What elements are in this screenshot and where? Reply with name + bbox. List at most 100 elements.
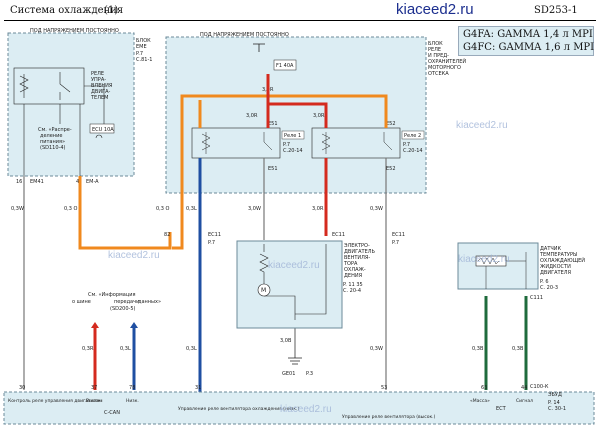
motor-label-3: ВЕНТИЛЯ-	[344, 255, 370, 261]
left-block-title-1: БЛОК	[136, 38, 151, 44]
left-pin-4-conn: EM-A	[86, 179, 99, 185]
watermark-3: kiaceed2.ru	[268, 260, 320, 271]
left-block-title-2: ЕМЕ	[136, 44, 147, 50]
ecu-label-can-low: Низк.	[126, 398, 139, 404]
conn-e51-bottom: E51	[268, 166, 278, 172]
engine-line-1: G4FA: GAMMA 1,4 л MPI	[463, 29, 593, 40]
motor-ref-2: С. 20-4	[343, 288, 361, 294]
pin-82: 82	[164, 232, 170, 238]
fan-motor-wiring	[259, 244, 327, 320]
ecu-connector: С100-К	[530, 384, 549, 390]
relay-1-label: Реле 1	[284, 133, 301, 139]
ecu-strip: 30 37 78 31 53 63 44 Контроль реле управ…	[3, 384, 595, 425]
ecu-label-fan-low: Управление реле вентилятора охлаждения (…	[178, 406, 299, 412]
relay-1-tag	[281, 130, 305, 140]
ground-symbol-icon	[288, 357, 302, 365]
thin-wires	[23, 158, 387, 390]
site-name[interactable]: kiaceed2.ru	[396, 1, 474, 18]
ecu-label-main-relay: Контроль реле управления двигателем	[8, 398, 103, 404]
sensor-conn: C111	[530, 295, 543, 301]
left-pin-16: 16	[16, 179, 22, 185]
ecu-fuse-frame	[89, 123, 115, 134]
ecu-title: ЭБУД	[548, 392, 562, 398]
can-note-1: См. «Информация	[88, 292, 136, 298]
ecu-label-ground: «Масса»	[470, 398, 490, 404]
wire-label-4: 0,3L	[186, 206, 197, 212]
red-wire	[266, 74, 328, 236]
conn-ec11-left-ref: P.7	[208, 240, 215, 246]
ecu-pin-37: 37	[91, 385, 97, 391]
coolant-temp-sensor: ДАТЧИК ТЕМПЕРАТУРЫ ОХЛАЖДАЮЩЕЙ ЖИДКОСТИ …	[457, 242, 585, 301]
watermark-1: kiaceed2.ru	[456, 120, 508, 131]
power-note-3: питания»	[40, 139, 65, 145]
left-pin-4: 4	[76, 179, 79, 185]
sensor-label-2: ТЕМПЕРАТУРЫ	[539, 252, 577, 258]
wire-label-10: 0,3L	[186, 346, 197, 352]
wire-label-6: 3,0R	[312, 206, 324, 212]
conn-e51-top: E51	[268, 121, 278, 127]
engine-line-2: G4FC: GAMMA 1,6 л MPI	[463, 42, 595, 53]
conn-ec11-mid: EC11	[332, 232, 345, 238]
watermark-4: kiaceed2.ru	[458, 254, 510, 265]
motor-label-2: ДВИГАТЕЛЬ	[344, 249, 376, 255]
relay-label-2: УПРА-	[91, 77, 106, 83]
ecu-ref-1: P. 14	[548, 400, 560, 406]
sensor-label-4: ЖИДКОСТИ	[540, 264, 571, 270]
left-relay-coil	[19, 74, 29, 98]
wire-label-12: 0,3B	[472, 346, 484, 352]
ground-ref: P.3	[306, 371, 313, 377]
motor-letter: M	[261, 287, 266, 294]
wire-label-1: 0,3W	[11, 206, 24, 212]
relay-label-1: РЕЛЕ	[91, 71, 104, 77]
thermistor-zigzag	[477, 257, 500, 265]
relay-internals	[201, 132, 393, 154]
right-relay-box: ПОД НАПРЯЖЕНИЕМ ПОСТОЯННО БЛОК РЕЛЕ И ПР…	[165, 32, 466, 194]
ecu-fuse-label: ECU 10A	[92, 127, 114, 133]
relay-2-label: Реле 2	[404, 133, 421, 139]
power-note-2: деление	[40, 133, 62, 139]
ecu-ect-label: ECT	[496, 406, 507, 412]
ecu-pin-63: 63	[481, 385, 487, 391]
ecu-frame	[3, 391, 595, 425]
ecu-label-signal: Сигнал	[516, 398, 533, 404]
wire-label-11: 0,3W	[370, 346, 383, 352]
sensor-ref-1: P. 6	[540, 279, 549, 285]
watermark-2: kiaceed2.ru	[108, 250, 160, 261]
conn-ec11-left: EC11	[208, 232, 221, 238]
conn-e52-top: E52	[386, 121, 396, 127]
ecu-pin-78: 78	[129, 385, 135, 391]
watermark-5: kiaceed2.ru	[280, 404, 332, 415]
right-block-title-1: БЛОК	[428, 41, 443, 47]
page-header: Система охлаждения (1) kiaceed2.ru SD253…	[0, 0, 600, 22]
ecu-pin-53: 53	[381, 385, 387, 391]
sensor-label-1: ДАТЧИК	[540, 246, 562, 252]
relay-2-frame	[311, 127, 401, 159]
page-title: Система охлаждения	[10, 5, 124, 16]
left-block-ref-1: P.7	[136, 51, 143, 57]
right-block-title-2: РЕЛЕ	[428, 47, 441, 53]
can-note-5: (SD200-5)	[110, 306, 136, 312]
sensor-wiring	[485, 252, 527, 289]
diagram-code: SD253-1	[534, 5, 578, 16]
ecu-pin-44: 44	[521, 385, 527, 391]
page-number: (1)	[104, 5, 119, 16]
motor-label-4: ТОРА	[343, 261, 358, 267]
battery-terminal-icon	[253, 43, 265, 52]
can-note-3: передачи	[114, 299, 139, 305]
sensor-ref-2: С. 20-3	[540, 285, 558, 291]
motor-label-6: ДЕНИЯ	[344, 273, 362, 279]
can-high-arrow-icon	[91, 322, 99, 328]
right-block-title-5: МОТОРНОГО	[428, 65, 461, 71]
right-box-label: ПОД НАПРЯЖЕНИЕМ ПОСТОЯННО	[200, 32, 289, 38]
conn-ec11-right-ref: P.7	[392, 240, 399, 246]
fan-motor: M ЭЛЕКТРО- ДВИГАТЕЛЬ ВЕНТИЛЯ- ТОРА ОХЛАЖ…	[236, 240, 376, 377]
f1-fuse-frame	[273, 59, 297, 71]
conn-e52-bottom: E52	[386, 166, 396, 172]
wire-label-5: 3,0W	[248, 206, 261, 212]
relay-label-4: ДВИГА-	[91, 89, 111, 95]
relay-label-5: ТЕЛЕМ	[90, 95, 108, 101]
motor-symbol-icon	[257, 283, 271, 297]
fuse-symbol-icon	[95, 134, 103, 139]
left-block-ref-2: С.81-1	[136, 57, 152, 63]
